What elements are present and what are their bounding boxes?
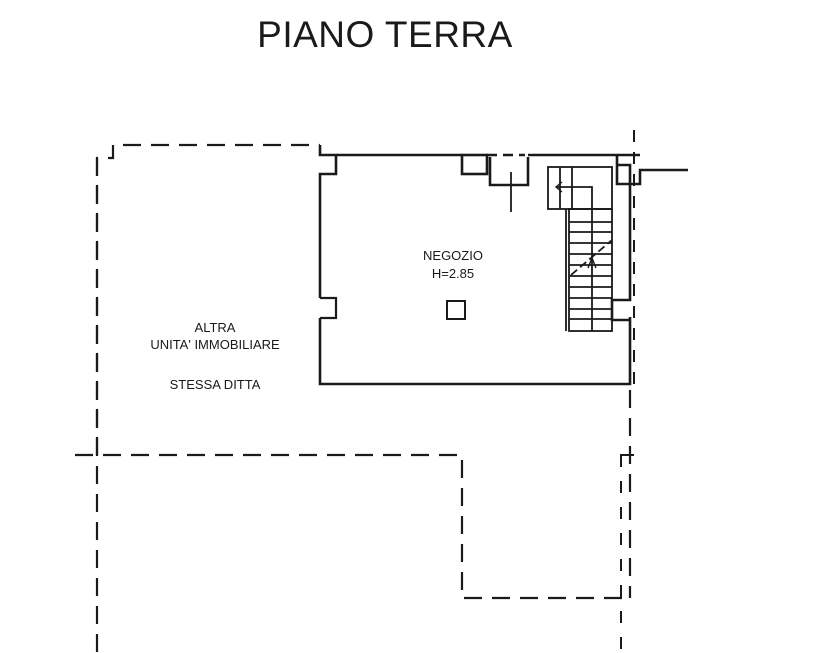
- room-line-2: UNITA' IMMOBILIARE: [150, 337, 280, 352]
- room-height: H=2.85: [431, 266, 475, 281]
- right-step: [620, 454, 634, 465]
- room-line-1: ALTRA: [194, 320, 236, 335]
- floor-title: PIANO TERRA: [257, 14, 513, 55]
- lower-area-outline: [75, 390, 632, 600]
- room-label-stessa-ditta: STESSA DITTA: [169, 377, 261, 392]
- negozio-walls: [318, 145, 688, 386]
- room-label-altra-unita: ALTRA UNITA' IMMOBILIARE: [110, 319, 320, 353]
- altra-unita-outline: [95, 143, 320, 653]
- room-label-negozio: NEGOZIO H=2.85: [398, 247, 508, 283]
- room-name: NEGOZIO: [423, 248, 483, 263]
- pillar: [446, 300, 466, 320]
- staircase: [547, 166, 613, 332]
